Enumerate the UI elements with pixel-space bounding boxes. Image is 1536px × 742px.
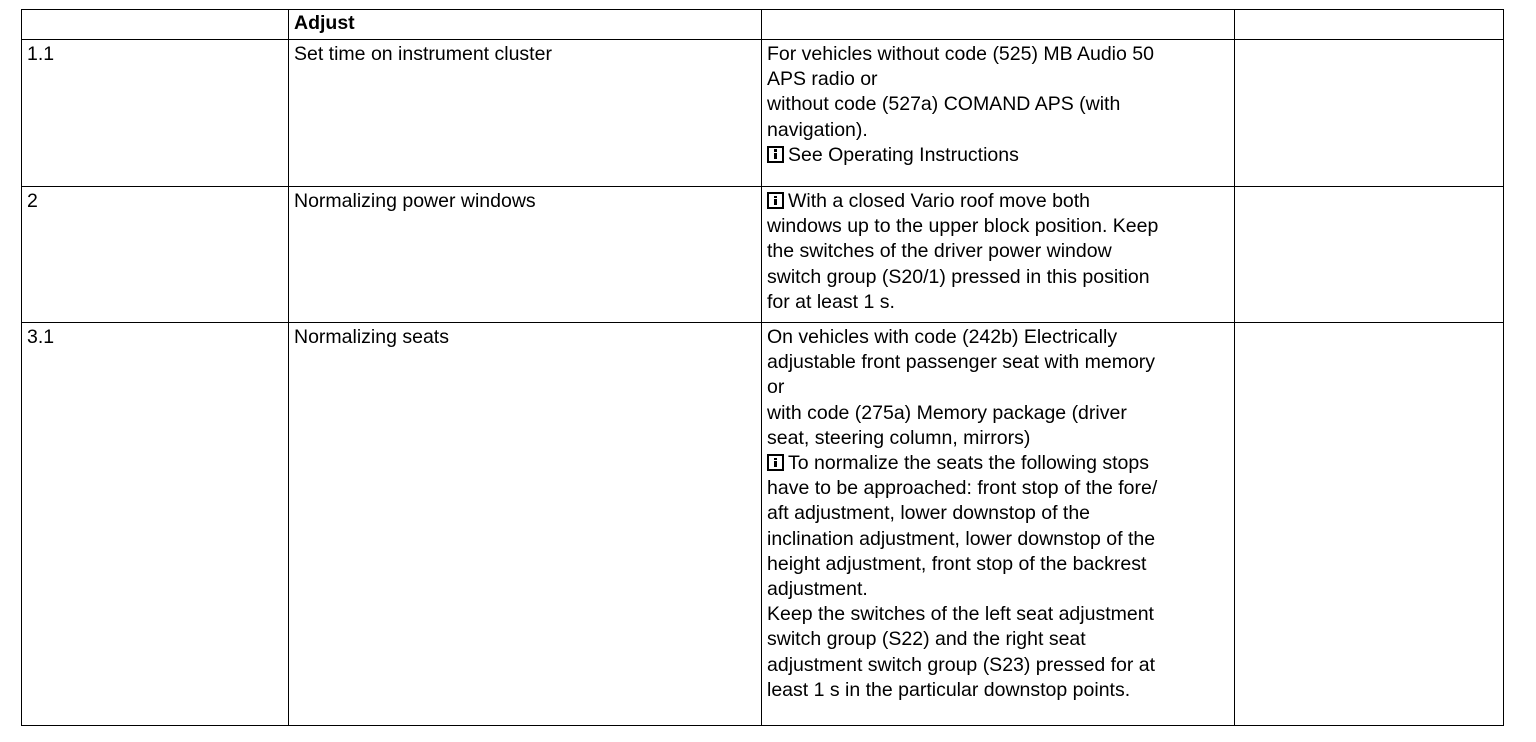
table-row: 3.1 Normalizing seats On vehicles with c… (21, 322, 1504, 726)
note-text: See Operating Instructions (788, 143, 1019, 166)
row-number: 3.1 (21, 322, 289, 726)
row-task: Set time on instrument cluster (288, 39, 762, 187)
procedure-table: Adjust 1.1 Set time on instrument cluste… (21, 9, 1504, 726)
table-row: 2 Normalizing power windows With a close… (21, 186, 1504, 323)
note-block: See Operating Instructions (767, 143, 1229, 168)
description-text: For vehicles without code (525) MB Audio… (767, 43, 1154, 141)
info-icon (767, 145, 784, 163)
note-text: To normalize the seats the following sto… (767, 452, 1158, 701)
header-cell-description (761, 9, 1235, 40)
header-cell-adjust: Adjust (288, 9, 762, 40)
header-cell-number (21, 9, 289, 40)
info-icon (767, 192, 784, 209)
row-task: Normalizing power windows (288, 186, 762, 323)
row-number: 1.1 (21, 39, 289, 187)
row-task: Normalizing seats (288, 322, 762, 726)
row-notes (1234, 186, 1504, 323)
row-description: With a closed Vario roof move both windo… (761, 186, 1235, 323)
description-text: On vehicles with code (242b) Electricall… (767, 326, 1156, 449)
row-number: 2 (21, 186, 289, 323)
table-row: 1.1 Set time on instrument cluster For v… (21, 39, 1504, 187)
table-header-row: Adjust (21, 9, 1504, 40)
info-icon (767, 454, 784, 472)
row-description: On vehicles with code (242b) Electricall… (761, 322, 1235, 726)
note-block: To normalize the seats the following sto… (767, 451, 1229, 703)
note-block: With a closed Vario roof move both windo… (767, 189, 1229, 315)
row-description: For vehicles without code (525) MB Audio… (761, 39, 1235, 187)
row-notes (1234, 322, 1504, 726)
row-notes (1234, 39, 1504, 187)
note-text: With a closed Vario roof move both windo… (767, 190, 1159, 313)
header-cell-notes (1234, 9, 1504, 40)
